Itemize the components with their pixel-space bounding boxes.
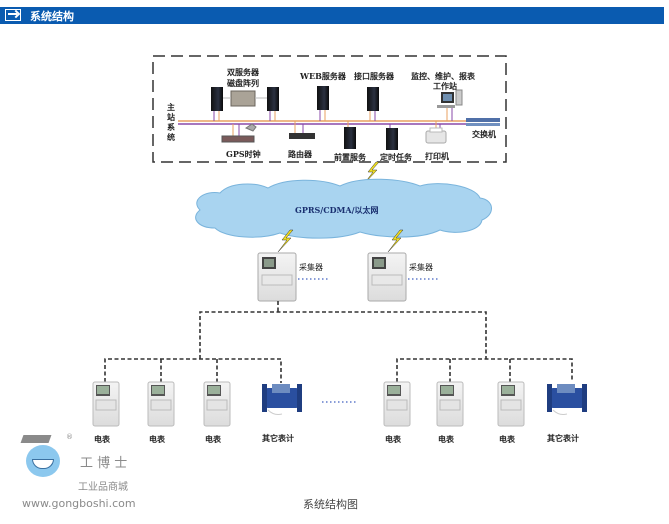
gps-clock-label: GPS时钟 bbox=[226, 149, 261, 159]
front-service-label: 前置服务 bbox=[334, 152, 366, 162]
meter-label: 电表 bbox=[385, 434, 401, 444]
master-station-char: 主 bbox=[167, 102, 175, 112]
server-icon bbox=[267, 87, 279, 121]
workstation-label-2: 工作站 bbox=[433, 81, 457, 91]
lightning-icon bbox=[363, 161, 380, 185]
dual-server-label: 双服务器 bbox=[227, 67, 259, 77]
electric-meter-icon bbox=[92, 381, 120, 427]
interface-server-label: 接口服务器 bbox=[354, 71, 394, 81]
collector-device bbox=[257, 252, 297, 302]
network-label: GPRS/CDMA/以太网 bbox=[295, 205, 379, 215]
lightning-icon bbox=[387, 229, 404, 253]
registered-mark: ® bbox=[66, 433, 73, 441]
router-label: 路由器 bbox=[288, 149, 312, 159]
printer-label: 打印机 bbox=[425, 151, 449, 161]
gps-clock-icon bbox=[221, 123, 257, 143]
workstation-label-1: 监控、维护、报表 bbox=[411, 71, 475, 81]
diagram-caption: 系统结构图 bbox=[303, 498, 358, 511]
disk-array-label: 磁盘阵列 bbox=[227, 78, 259, 88]
workstation-icon bbox=[437, 89, 463, 121]
collector-label: 采集器 bbox=[409, 263, 433, 272]
watermark-url: www.gongboshi.com bbox=[22, 497, 136, 510]
exit-arrow-icon bbox=[5, 9, 21, 21]
network-cloud bbox=[195, 178, 492, 239]
master-station-char: 系 bbox=[167, 122, 175, 132]
interface-server-icon bbox=[367, 87, 379, 121]
switch-label: 交换机 bbox=[472, 129, 496, 139]
switch-icon bbox=[466, 118, 500, 126]
server-icon bbox=[211, 87, 223, 121]
collector-label: 采集器 bbox=[299, 263, 323, 272]
watermark-brand: 工 博 士 bbox=[80, 456, 128, 471]
master-station-char: 站 bbox=[167, 112, 175, 122]
electric-meter-icon bbox=[203, 381, 231, 427]
meter-label: 电表 bbox=[205, 434, 221, 444]
master-station-frame bbox=[152, 55, 507, 163]
meter-label: 其它表计 bbox=[262, 433, 294, 443]
web-server-label: WEB服务器 bbox=[300, 71, 346, 81]
watermark-subtitle: 工业品商城 bbox=[78, 482, 128, 493]
meter-label: 电表 bbox=[149, 434, 165, 444]
lightning-icon bbox=[277, 229, 294, 253]
wiring-tree bbox=[104, 301, 573, 383]
front-service-server-icon bbox=[344, 121, 356, 149]
master-station-label: 主 站 系 统 bbox=[167, 102, 175, 142]
web-server-icon bbox=[317, 86, 329, 121]
router-icon bbox=[289, 121, 315, 139]
meter-label: 电表 bbox=[499, 434, 515, 444]
watermark-logo bbox=[18, 435, 73, 490]
electric-meter-icon bbox=[497, 381, 525, 427]
section-header: 系统结构 bbox=[0, 7, 664, 24]
flow-meter-icon bbox=[547, 384, 587, 415]
scheduled-task-label: 定时任务 bbox=[380, 152, 412, 162]
scheduled-task-server-icon bbox=[386, 124, 398, 150]
meter-label: 其它表计 bbox=[547, 433, 579, 443]
electric-meter-icon bbox=[383, 381, 411, 427]
electric-meter-icon bbox=[147, 381, 175, 427]
flow-meter-icon bbox=[262, 384, 302, 415]
collector-device bbox=[367, 252, 407, 302]
master-station-char: 统 bbox=[167, 132, 175, 142]
graduation-cap-icon bbox=[20, 435, 52, 443]
disk-array-icon bbox=[223, 90, 267, 107]
meter-label: 电表 bbox=[94, 434, 110, 444]
printer-icon bbox=[425, 121, 447, 144]
section-title: 系统结构 bbox=[30, 10, 74, 23]
meter-label: 电表 bbox=[438, 434, 454, 444]
electric-meter-icon bbox=[436, 381, 464, 427]
